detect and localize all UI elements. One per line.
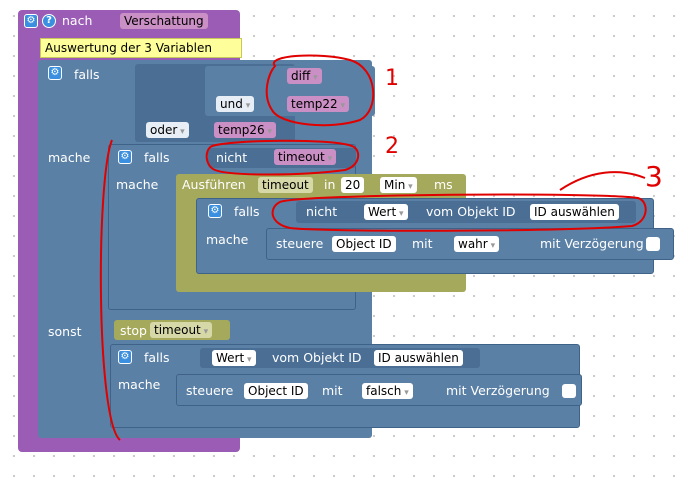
help-icon[interactable]: ? [42,14,56,28]
else-vom-label: vom Objekt ID [272,350,362,365]
control-true-mit-label: mit [412,236,433,251]
inner-if-mache-label: mache [116,177,159,192]
gear-icon[interactable]: ⚙ [118,150,132,164]
annotation-number-2: 2 [385,134,399,159]
gear-icon[interactable]: ⚙ [118,350,132,364]
control-true-delay-checkbox[interactable] [646,237,660,251]
control-false-value[interactable]: falsch [362,383,413,399]
annotation-link-3 [559,171,646,191]
control-true-label: steuere [276,236,324,251]
inner-nicht-label: nicht [216,150,248,165]
annotation-circle-2 [205,139,360,176]
var-temp22[interactable]: temp22 [287,96,350,112]
else-id-select[interactable]: ID auswählen [374,350,463,366]
annotation-number-1: 1 [385,66,399,91]
stop-label: stop [120,323,147,338]
control-false-delay-checkbox[interactable] [562,384,576,398]
var-temp26[interactable]: temp26 [214,122,277,138]
timeout-name[interactable]: timeout [258,177,313,193]
timeout-label: Ausführen [182,177,246,192]
annotation-circle-1 [265,54,375,127]
annotation-number-3: 3 [645,160,663,193]
else-if-falls-label: falls [144,350,170,365]
gear-icon[interactable]: ⚙ [24,14,38,28]
und-dropdown[interactable]: und [216,96,255,112]
else-if-mache-label: mache [118,377,161,392]
control-true-value[interactable]: wahr [454,236,500,252]
var-diff[interactable]: diff [287,68,322,84]
else-wert-dropdown[interactable]: Wert [212,350,256,366]
control-false-object[interactable]: Object ID [244,383,308,399]
timeout-ms-label: ms [434,177,453,192]
oder-dropdown[interactable]: oder [146,122,189,138]
nested-if-mache-label: mache [206,232,249,247]
trigger-label: nach [62,13,93,28]
comment-block[interactable]: Auswertung der 3 Variablen [40,38,242,58]
wert-dropdown[interactable]: Wert [364,204,408,220]
control-true-object[interactable]: Object ID [332,236,396,252]
stop-timeout[interactable]: timeout [150,322,213,338]
timeout-value[interactable]: 20 [341,177,365,193]
nested-vom-label: vom Objekt ID [426,204,516,219]
nested-id-select[interactable]: ID auswählen [530,204,619,220]
main-if-falls-label: falls [74,67,100,82]
main-if-mache-label: mache [48,150,91,165]
control-true-delay-label: mit Verzögerung [540,236,644,251]
annotation-bracket [99,139,121,441]
comment-text: Auswertung der 3 Variablen [45,41,212,55]
gear-icon[interactable]: ⚙ [48,66,62,80]
nested-if-falls-label: falls [234,204,260,219]
control-false-delay-label: mit Verzögerung [446,383,550,398]
timeout-in-label: in [324,177,336,192]
var-timeout[interactable]: timeout [274,149,337,165]
inner-if-falls-label: falls [144,150,170,165]
gear-icon[interactable]: ⚙ [208,204,222,218]
control-false-mit-label: mit [322,383,343,398]
trigger-value[interactable]: Verschattung [120,13,208,29]
control-false-label: steuere [186,383,234,398]
nested-nicht-label: nicht [306,204,338,219]
main-if-sonst-label: sonst [48,324,82,339]
timeout-unit-dropdown[interactable]: Min [380,177,417,193]
annotation-circle-3 [271,193,647,232]
